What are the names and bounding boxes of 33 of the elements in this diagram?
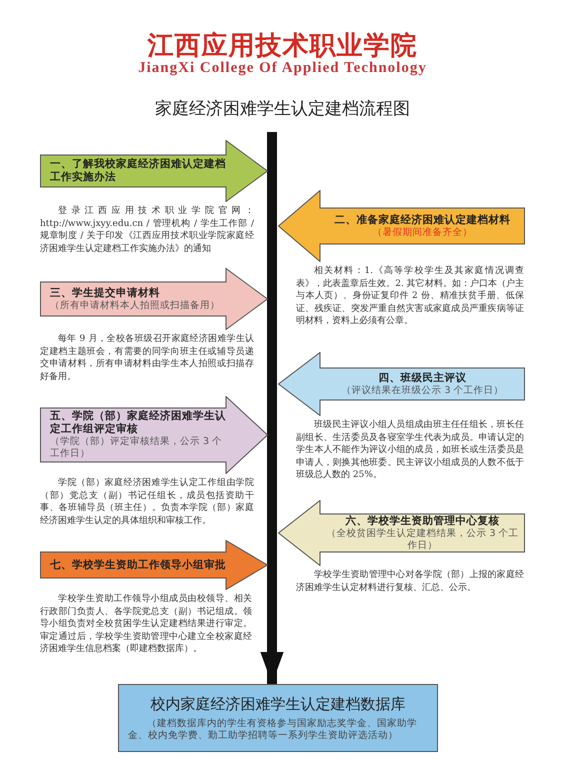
description-paragraph: 学院（部）家庭经济困难学生认定工作组由学院（部）党总支（副）书记任组长，成员包括资助干事、各班辅导员（班主任）。负责本学院（部）家庭经济困难学生认定的具体组织和审核工作。 — [40, 477, 254, 527]
step-note: （所有申请材料本人拍照或扫描备用） — [50, 300, 221, 312]
database-box — [118, 684, 438, 752]
description-paragraph: 每年 9 月，全校各班级召开家庭经济困难学生认定建档主题班会，有需要的同学向班主任或辅导员递交申请材料，所有申请材料由学生本人拍照或扫描存好备用。 — [40, 333, 254, 383]
step-arrow — [278, 352, 525, 416]
step-heading: 一、了解我校家庭经济困难认定建档工作实施办法 — [50, 158, 226, 184]
step-arrow — [278, 190, 525, 262]
step-arrow — [40, 396, 268, 474]
step-heading: 七、学校学生资助工作领导小组审批 — [50, 558, 226, 572]
college-name-english: JiangXi College Of Applied Technology — [137, 60, 428, 77]
step-heading: 四、班级民主评议 — [378, 372, 466, 384]
diagram-title: 家庭经济困难学生认定建档流程图 — [154, 98, 411, 120]
step-note: （建档数据库内的学生有资格参与国家励志奖学金、国家助学金、校内免学费、勤工助学招聘等一系列学生资助评选活动） — [128, 718, 418, 742]
step-arrow — [40, 140, 268, 202]
step-arrow — [278, 500, 525, 566]
step-note: （评议结果在班级公示 3 个工作日） — [341, 384, 504, 396]
step-heading: 五、学院（部）家庭经济困难学生认定工作组评定审核 — [50, 410, 226, 436]
step-heading: 校内家庭经济困难学生认定建档数据库 — [150, 694, 406, 714]
description-paragraph: 相关材料：1.《高等学校学生及其家庭情况调查表》，此表盖章后生效。2. 其它材料。如：户口本（户主与本人页）、身份证复印件 2 份、精准扶贫手册、低保证、残疾证、突发严重自然灾害或家庭成员严重疾病等证明材料，资料上必须有公章。 — [296, 265, 524, 328]
college-name: 江西应用技术职业学院 — [146, 30, 418, 62]
arrow — [260, 132, 284, 684]
step-arrow — [40, 268, 268, 330]
step-note: （暑假期间准备齐全） — [372, 226, 472, 238]
step-note: （全校贫困学生认定建档结果，公示 3 个工作日） — [325, 528, 520, 552]
step-heading: 二、准备家庭经济困难认定建档材料 — [334, 214, 510, 226]
description-paragraph: 班级民主评议小组人员组成由班主任任组长，班长任副组长、生活委员及各寝室学生代表为成员。申请认定的学生本人不能作为评议小组的成员，如班长或生活委员是申请人，则换其他班委。民主评议小组成员的人数不低于班级总人数的 25%。 — [296, 419, 524, 482]
description-paragraph: 学校学生资助工作领导小组成员由校领导、相关行政部门负责人、各学院党总支（副）书记组成。领导小组负责对全校贫困学生认定建档结果进行审定。审定通过后，学校学生资助管理中心建立全校家庭经济困难学生信息档案（即建档数据库）。 — [40, 593, 252, 656]
step-arrow — [40, 540, 268, 590]
description-paragraph: 学校学生资助管理中心对各学院（部）上报的家庭经济困难学生认定材料进行复核、汇总、公示。 — [296, 569, 524, 594]
step-note: （学院（部）评定审核结果，公示 3 个工作日） — [50, 436, 224, 460]
step-heading: 三、学生提交申请材料 — [50, 286, 161, 300]
step-heading: 六、学校学生资助管理中心复核 — [346, 514, 500, 528]
description-paragraph: 登录江西应用技术职业学院官网：http://www.jxyy.edu.cn / 管理机构 / 学生工作部 / 规章制度 / 关于印发《江西应用技术职业学院家庭经济困难学生认定建档工作实施办法》的通知 — [40, 205, 254, 255]
